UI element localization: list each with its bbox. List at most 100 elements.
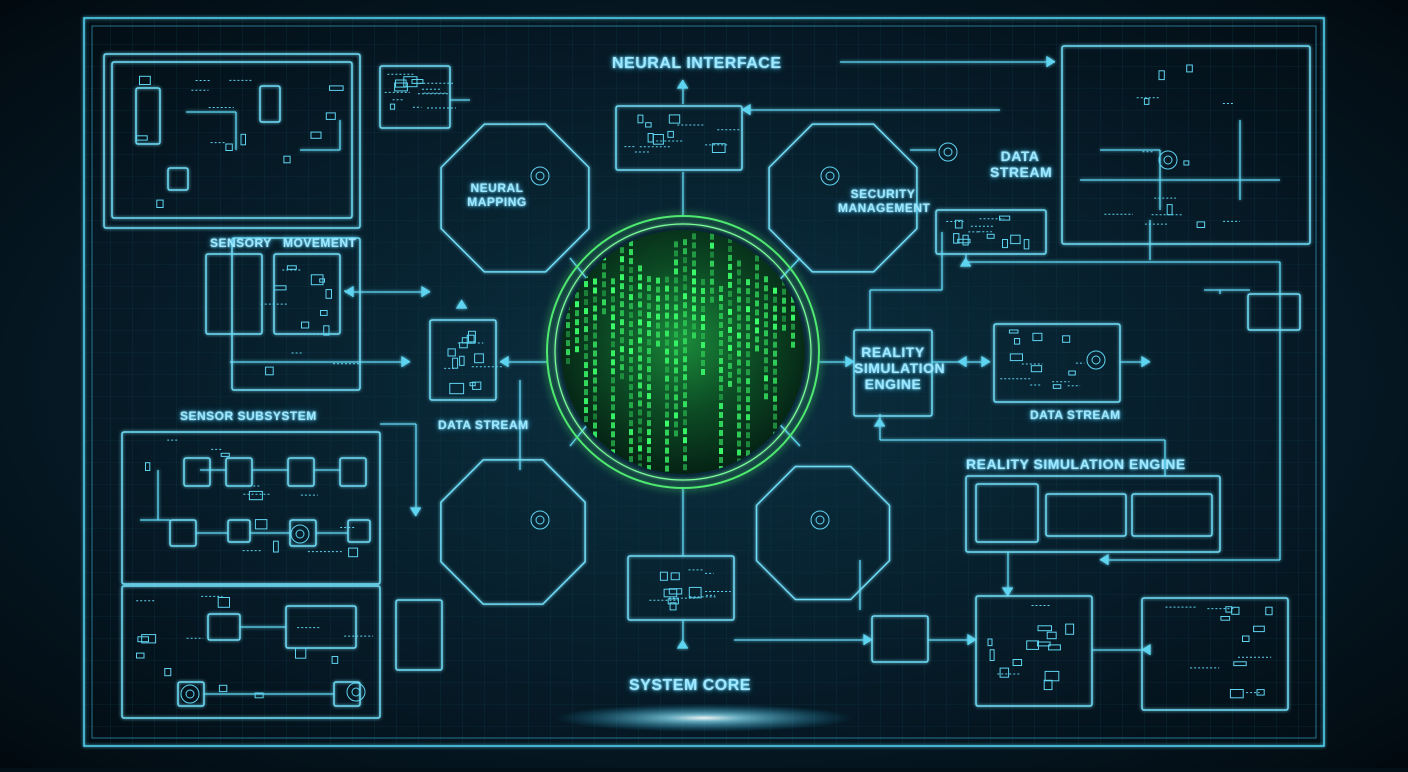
code-glyph [665, 402, 669, 409]
circuit-component [1065, 623, 1075, 635]
reality-engine-module [965, 475, 1221, 553]
code-glyph [701, 351, 705, 357]
code-glyph [638, 328, 642, 335]
code-glyph [656, 286, 660, 293]
code-glyph [665, 276, 669, 283]
arrow-head [676, 79, 688, 89]
circuit-component [295, 647, 307, 659]
top-left-chip-box [379, 65, 451, 129]
code-glyph [593, 341, 597, 348]
code-glyph [629, 321, 633, 328]
data-stream-top-line1: DATA [1000, 148, 1040, 164]
gear-icon-center [535, 171, 545, 181]
code-glyph [584, 389, 588, 396]
code-glyph [692, 323, 696, 330]
circuit-component [1043, 679, 1053, 691]
circuit-component [310, 274, 324, 286]
circuit-component [1008, 329, 1019, 334]
code-glyph [683, 248, 687, 255]
code-glyph [620, 328, 624, 335]
code-glyph [665, 447, 669, 454]
code-glyph [584, 335, 588, 342]
code-glyph [755, 291, 759, 298]
code-glyph [638, 337, 642, 344]
arrow-head [1141, 643, 1151, 655]
code-glyph [719, 331, 723, 337]
circuit-component [283, 155, 291, 164]
code-glyph [737, 449, 741, 456]
code-glyph [638, 292, 642, 299]
reality-engine-line1: REALITY [861, 344, 925, 360]
code-glyph [638, 418, 642, 425]
circuit-component [1009, 353, 1023, 362]
code-glyph [746, 369, 750, 376]
code-glyph [737, 278, 741, 285]
code-glyph [647, 339, 651, 346]
code-glyph [593, 323, 597, 330]
code-glyph [737, 404, 741, 411]
reality-engine-line3: ENGINE [864, 376, 922, 393]
code-glyph [719, 349, 723, 355]
code-glyph [656, 331, 660, 338]
code-glyph [683, 383, 687, 390]
code-glyph [746, 351, 750, 358]
code-glyph [602, 299, 606, 306]
code-glyph [719, 304, 723, 310]
code-glyph [665, 429, 669, 436]
sensor-node-8 [347, 519, 371, 543]
arrow-head [981, 355, 991, 367]
code-glyph [791, 305, 795, 312]
circuit-component [331, 656, 339, 664]
code-glyph [620, 310, 624, 317]
code-glyph [647, 366, 651, 373]
circuit-component [310, 131, 322, 139]
code-glyph [782, 297, 786, 304]
code-glyph [611, 377, 615, 384]
code-glyph [683, 428, 687, 435]
code-glyph [683, 329, 687, 336]
circuit-component [325, 112, 336, 120]
code-glyph [611, 314, 615, 321]
circuit-component [668, 588, 683, 595]
code-glyph [638, 274, 642, 281]
reality-engine-box-label: REALITY SIMULATION ENGINE [854, 344, 945, 393]
circuit-component [1030, 365, 1043, 373]
code-glyph [647, 348, 651, 355]
sensor-node-1 [183, 457, 211, 487]
arrow-head [1001, 587, 1013, 597]
code-glyph [683, 275, 687, 282]
code-glyph [773, 332, 777, 339]
code-glyph [728, 380, 732, 387]
gear-icon [346, 682, 366, 702]
code-glyph [692, 251, 696, 258]
code-glyph [737, 296, 741, 303]
code-glyph [791, 296, 795, 303]
code-glyph [656, 313, 660, 320]
sensory-movement-panel [231, 237, 361, 391]
security-hub [768, 123, 918, 273]
code-glyph [665, 321, 669, 328]
code-glyph [728, 308, 732, 315]
neural-mapping-line1: NEURAL [470, 181, 524, 195]
code-glyph [710, 287, 714, 294]
code-glyph [620, 292, 624, 299]
code-glyph [611, 395, 615, 402]
code-glyph [647, 357, 651, 364]
circuit-component [348, 547, 359, 558]
code-glyph [593, 278, 597, 285]
code-glyph [701, 342, 705, 348]
code-glyph [674, 367, 678, 374]
circuit-component [323, 325, 330, 336]
bottom-left-hub [440, 459, 586, 605]
code-glyph [566, 322, 570, 329]
code-glyph [593, 404, 597, 411]
code-glyph [710, 269, 714, 276]
code-glyph [647, 303, 651, 310]
code-glyph [692, 332, 696, 339]
code-glyph [584, 326, 588, 333]
system-core-chip [627, 555, 735, 621]
code-glyph [728, 317, 732, 324]
code-glyph [737, 305, 741, 312]
code-glyph [647, 285, 651, 292]
gear-icon [938, 142, 958, 162]
